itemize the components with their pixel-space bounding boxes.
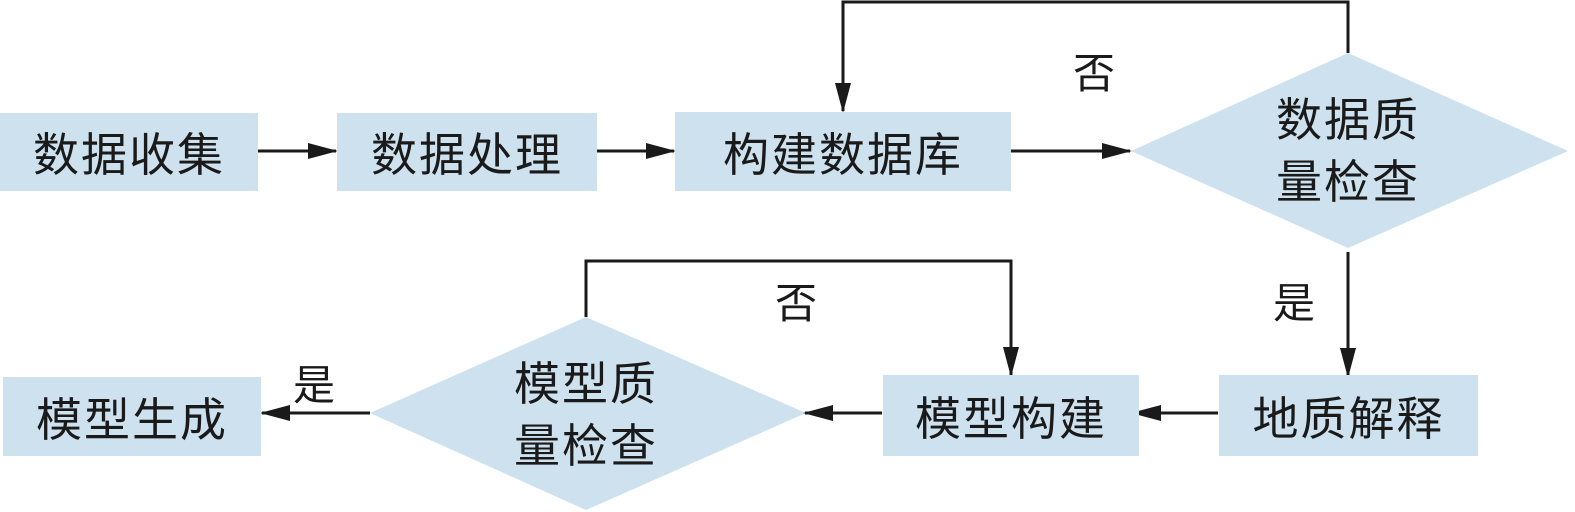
node-model-building-label: 模型构建 — [915, 391, 1107, 446]
diamond-data-quality-check — [1131, 53, 1568, 248]
node-model-quality-check-text: 模型质 量检查 — [468, 352, 704, 478]
label-data-check-yes: 是 — [1273, 279, 1316, 328]
label-model-check-yes: 是 — [293, 361, 336, 410]
node-data-processing-label: 数据处理 — [371, 128, 563, 182]
node-model-generation-label: 模型生成 — [36, 392, 228, 447]
node-model-generation: 模型生成 — [3, 377, 261, 456]
node-geological-interpretation-label: 地质解释 — [1252, 391, 1445, 446]
node-model-building: 模型构建 — [883, 375, 1139, 456]
node-data-quality-check-line2: 量检查 — [1276, 155, 1420, 209]
node-data-quality-check-line1: 数据质 — [1276, 93, 1420, 147]
diamond-model-quality-check — [370, 317, 806, 510]
node-data-collection: 数据收集 — [0, 113, 258, 191]
label-data-check-no: 否 — [1073, 49, 1116, 98]
node-model-quality-check-line2: 量检查 — [514, 419, 658, 473]
node-geological-interpretation: 地质解释 — [1219, 375, 1478, 456]
arrow-data-check-no-loop — [835, 0, 1350, 113]
label-model-check-no: 否 — [775, 279, 818, 328]
node-data-collection-label: 数据收集 — [33, 128, 225, 182]
arrow-model-check-no-loop — [584, 259, 1019, 377]
node-build-database-label: 构建数据库 — [723, 127, 963, 182]
node-data-quality-check-text: 数据质 量检查 — [1230, 88, 1466, 214]
node-model-quality-check-line1: 模型质 — [514, 357, 658, 411]
node-data-processing: 数据处理 — [337, 113, 597, 191]
node-build-database: 构建数据库 — [675, 112, 1011, 191]
